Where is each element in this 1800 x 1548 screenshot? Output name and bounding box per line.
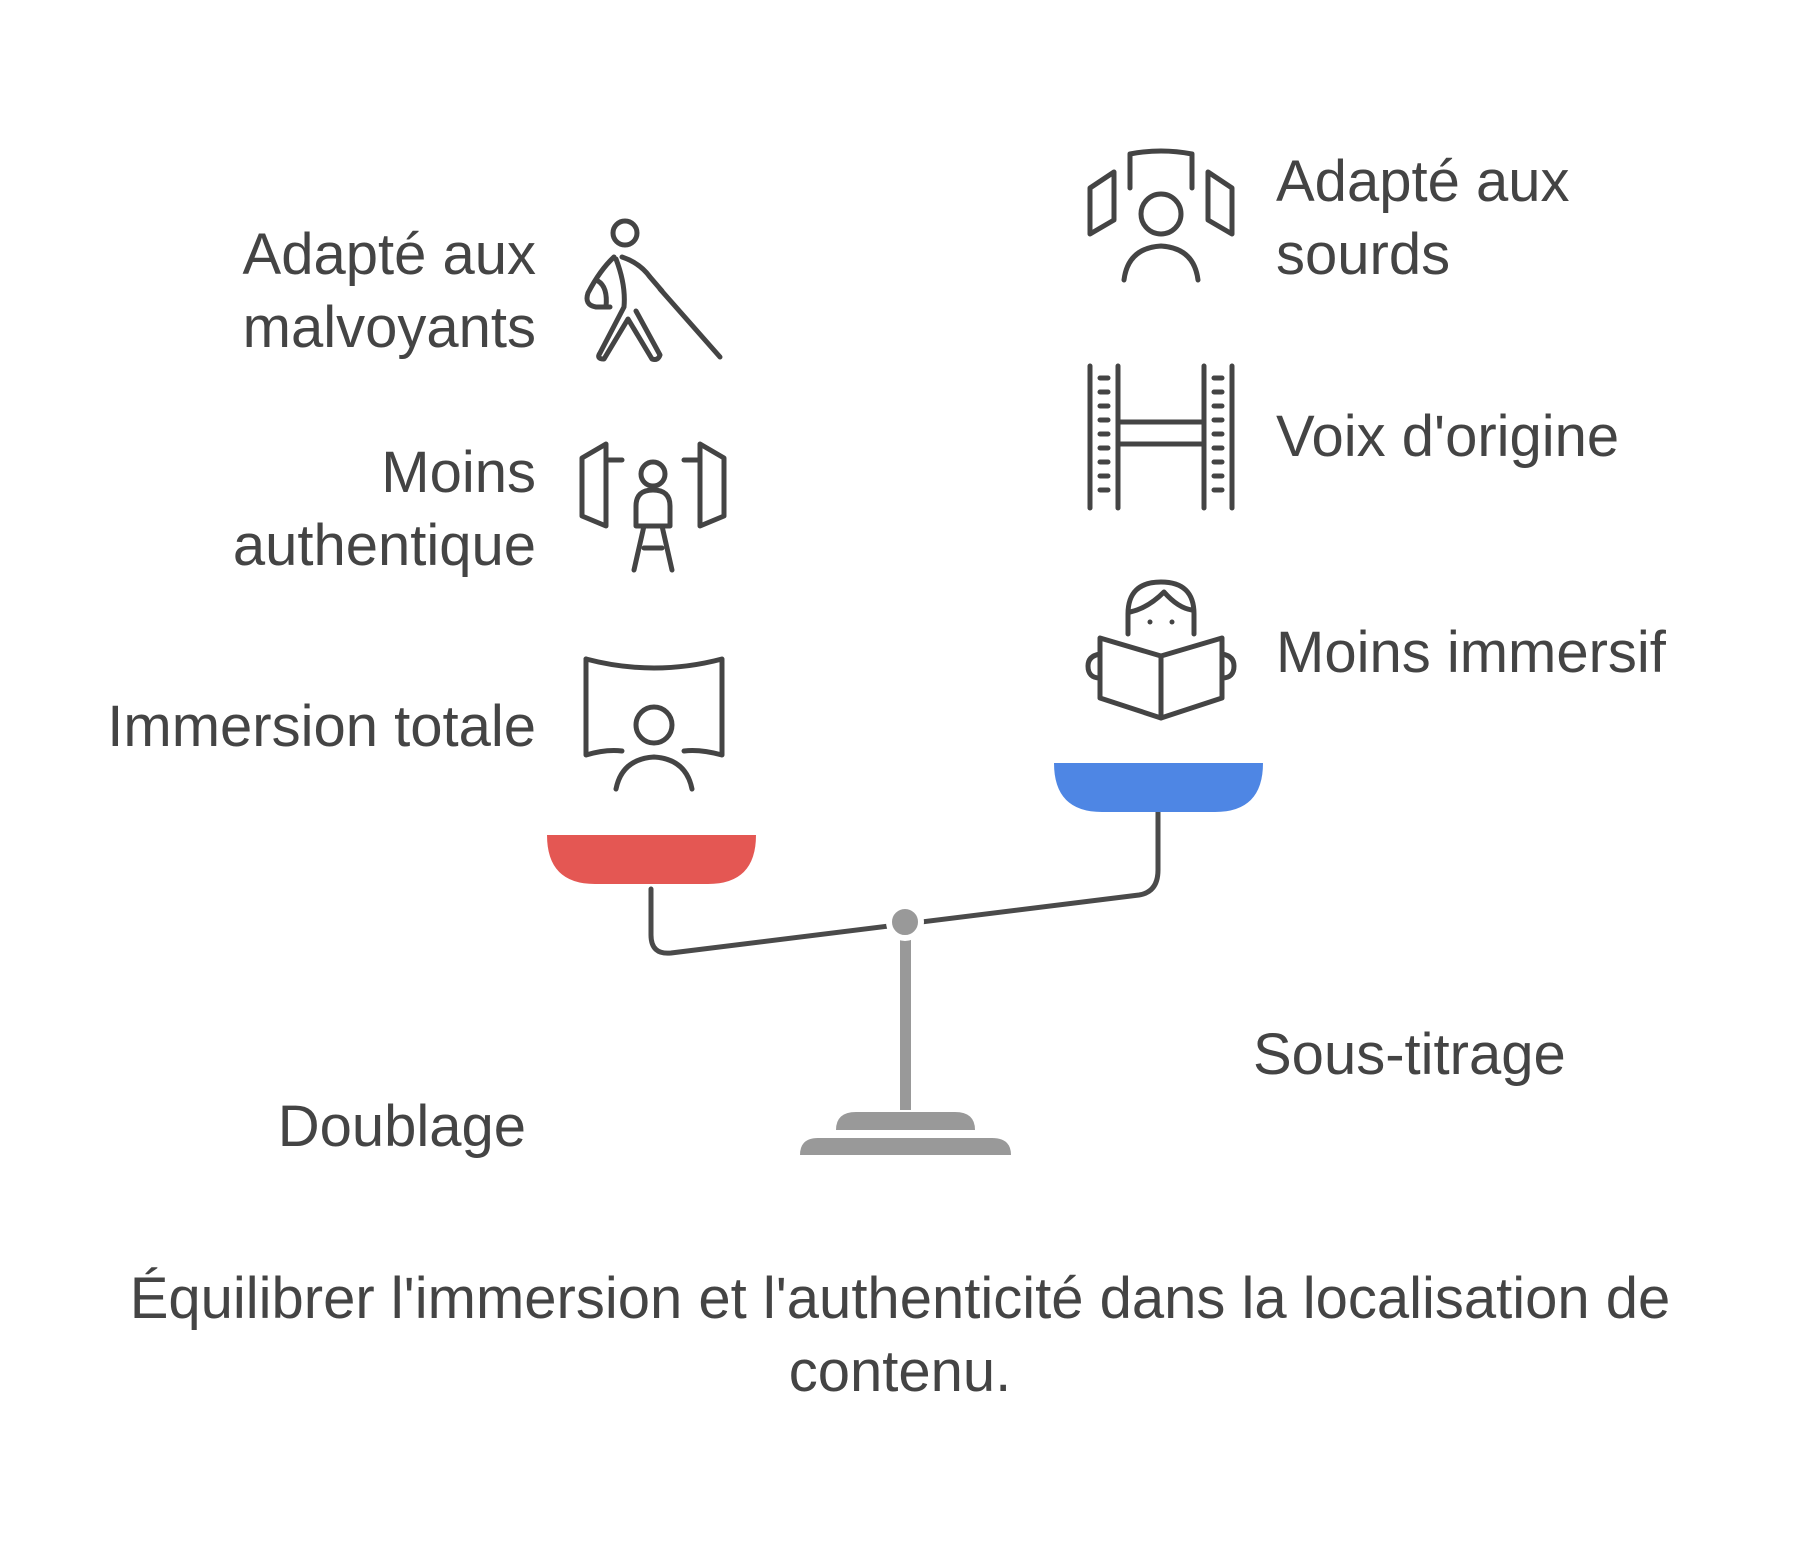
option-label-subtitling: Sous-titrage (1253, 1022, 1566, 1087)
feature-label-line: Moins immersif (1276, 620, 1666, 685)
immersive-screen-person-icon (582, 655, 727, 795)
feature-label-line: Adapté aux (1276, 149, 1570, 214)
feature-label-line: malvoyants (242, 295, 536, 360)
person-surround-panels-icon (1086, 148, 1236, 288)
balance-pole (900, 920, 911, 1110)
balance-stand-base (800, 1138, 1011, 1155)
feature-label-line: Adapté aux (242, 222, 536, 287)
feature-label-line: authentique (232, 513, 536, 578)
person-between-panels-icon (578, 440, 728, 575)
diagram-caption: Équilibrer l'immersion et l'authenticité… (129, 1266, 1671, 1404)
feature-label-line: Moins (381, 440, 536, 505)
feature-label-line: Immersion totale (107, 694, 536, 759)
option-label-dubbing: Doublage (277, 1094, 526, 1159)
feature-label-original-voice: Voix d'origine (1276, 400, 1619, 473)
feature-label-less-immersive: Moins immersif (1276, 616, 1666, 689)
blind-person-cane-icon (570, 215, 730, 365)
right-pan (1054, 763, 1263, 812)
feature-label-visually-impaired: Adapté aux malvoyants (243, 218, 536, 364)
balance-stand-top (836, 1112, 975, 1130)
feature-label-less-authentic: Moins authentique (233, 436, 536, 582)
film-strip-icon (1086, 362, 1236, 512)
feature-label-line: Voix d'origine (1276, 404, 1620, 469)
feature-label-total-immersion: Immersion totale (107, 690, 536, 763)
balance-pivot (886, 903, 924, 941)
left-pan (547, 835, 756, 884)
feature-label-line: sourds (1276, 222, 1451, 287)
feature-label-deaf: Adapté aux sourds (1276, 145, 1569, 291)
person-reading-book-icon (1085, 578, 1237, 723)
